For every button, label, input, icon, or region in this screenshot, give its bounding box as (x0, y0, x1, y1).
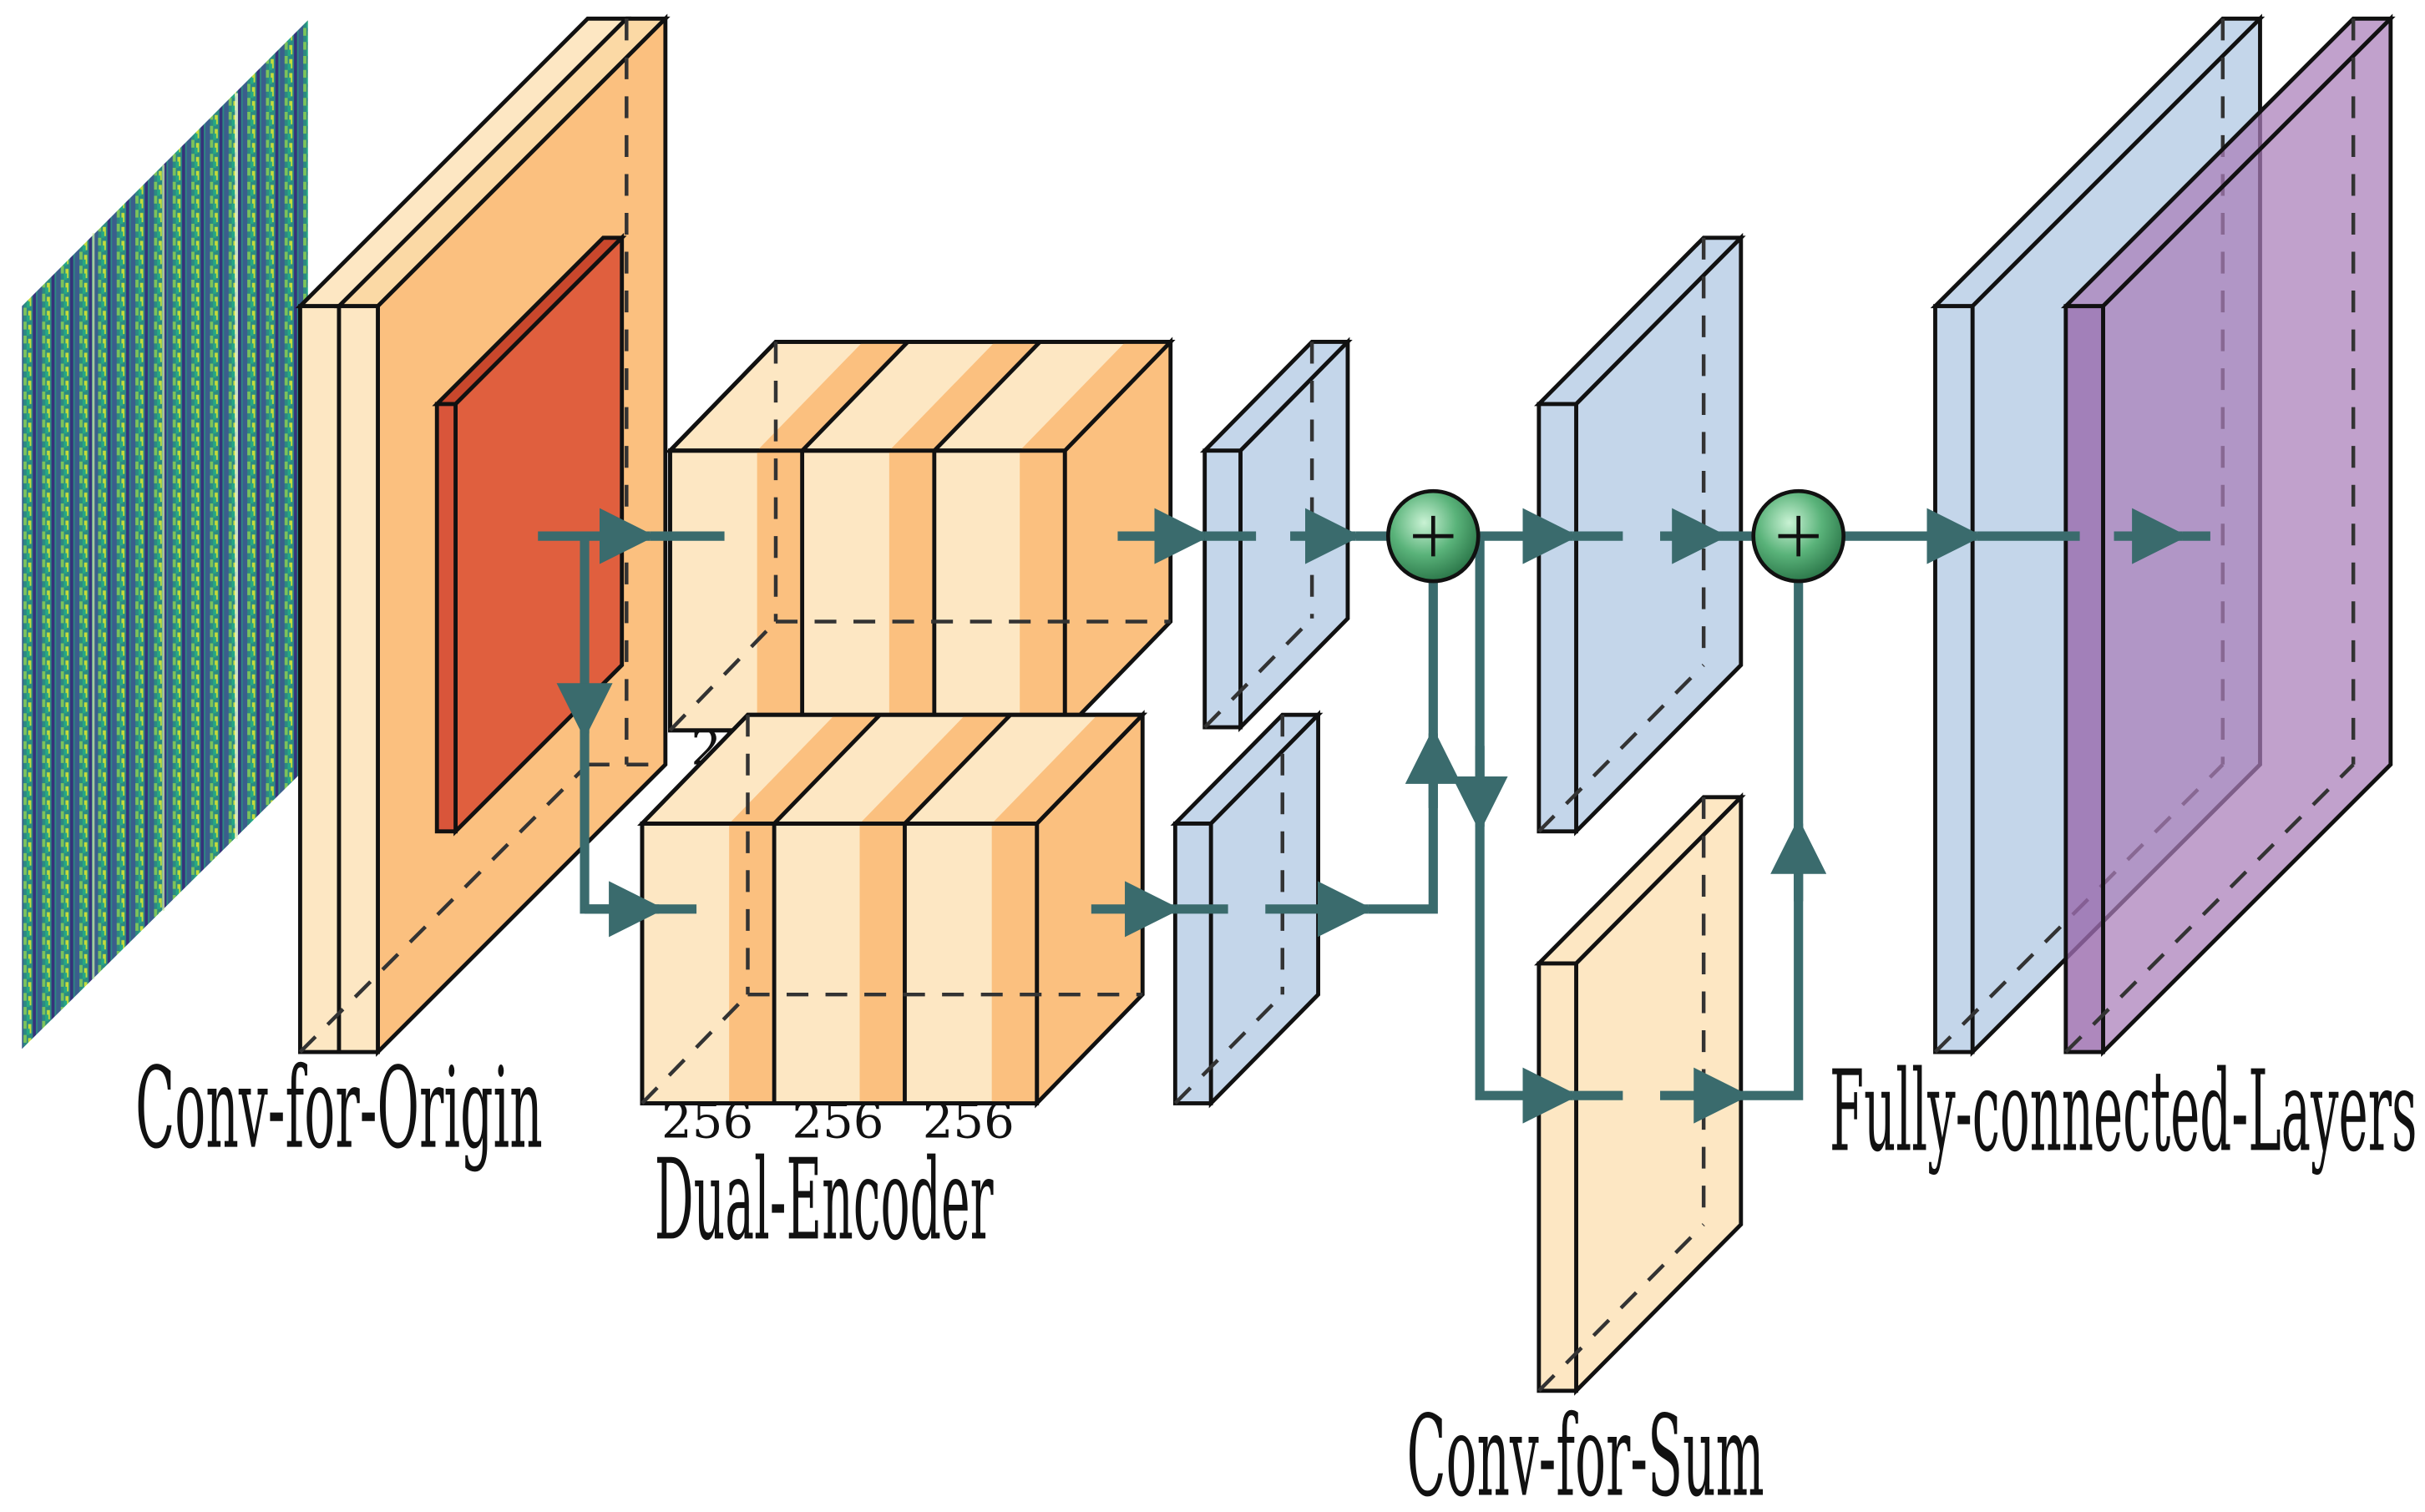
sum-node-1 (1385, 488, 1481, 584)
conv-for-origin-block (295, 13, 671, 1057)
blue-block-bottom (1170, 710, 1324, 1109)
label-conv-for-origin: Conv-for-Origin (135, 1044, 543, 1174)
dual-encoder-top: 256 256 256 (665, 336, 1176, 776)
enc-bottom-channel-2: 256 (792, 1092, 883, 1149)
input-spectrogram (22, 20, 308, 1049)
conv-sum-blue-block (1534, 232, 1746, 837)
enc-bottom-channel-3: 256 (923, 1092, 1015, 1149)
flow-arrows (538, 508, 2210, 1124)
sum-node-2 (1751, 488, 1845, 584)
label-dual-encoder: Dual-Encoder (655, 1135, 994, 1265)
label-fully-connected-layers: Fully-connected-Layers (1830, 1046, 2417, 1176)
conv-sum-orange-block (1534, 791, 1746, 1396)
fc-purple-layer (2060, 13, 2396, 1057)
enc-bottom-channel-1: 256 (661, 1092, 753, 1149)
label-conv-for-sum: Conv-for-Sum (1407, 1392, 1764, 1512)
dual-encoder-bottom: 256 256 256 (637, 710, 1147, 1149)
